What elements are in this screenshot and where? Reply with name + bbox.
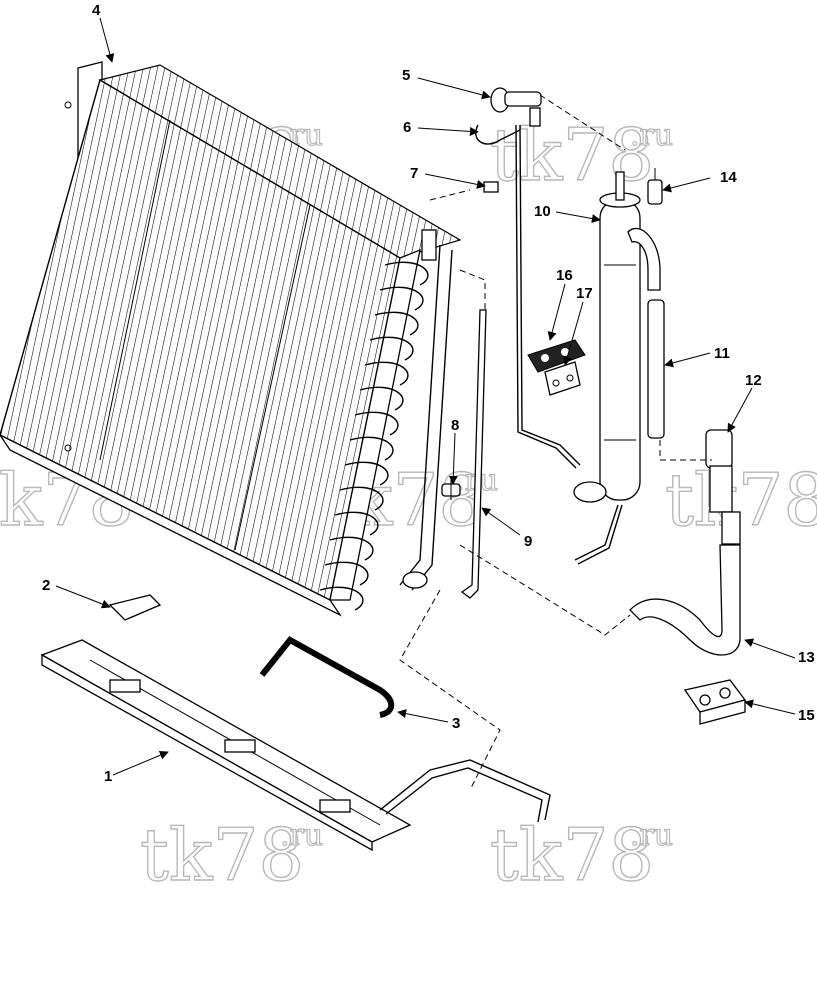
callout-leaders (55, 17, 796, 776)
watermark-6: tk78 .ru (139, 812, 324, 897)
watermark-5: tk78 (664, 457, 817, 542)
assembly-guide-lines (399, 94, 712, 791)
callout-labels: 1 2 3 4 5 6 7 8 9 10 11 12 13 14 15 16 1… (42, 2, 815, 785)
mounting-rail (40, 639, 551, 852)
callout-9: 9 (524, 533, 532, 550)
svg-text:.ru: .ru (630, 818, 673, 853)
svg-text:tk78: tk78 (490, 113, 654, 197)
watermark-2: tk78 .ru (489, 112, 674, 197)
callout-1: 1 (104, 768, 112, 785)
callout-2: 2 (42, 577, 50, 594)
callout-8: 8 (451, 417, 459, 434)
callout-16: 16 (556, 267, 573, 284)
bracket-2 (108, 594, 162, 621)
callout-5: 5 (402, 67, 410, 84)
callout-17: 17 (576, 285, 593, 302)
svg-text:.ru: .ru (280, 818, 323, 853)
callout-3: 3 (452, 715, 460, 732)
svg-text:tk78: tk78 (665, 458, 817, 542)
callout-7: 7 (410, 165, 418, 182)
fitting (483, 181, 499, 193)
svg-text:.ru: .ru (630, 118, 673, 153)
callout-14: 14 (720, 169, 737, 186)
callout-6: 6 (403, 119, 411, 136)
hose-3 (259, 636, 395, 718)
bracket-16 (527, 339, 586, 373)
callout-12: 12 (745, 372, 762, 389)
hose-13 (629, 544, 741, 656)
receiver-tank (573, 171, 641, 565)
callout-13: 13 (798, 649, 815, 666)
coil-hairpins (319, 261, 429, 611)
svg-text:tk78: tk78 (140, 813, 304, 897)
svg-text:tk78: tk78 (490, 813, 654, 897)
callout-15: 15 (798, 707, 815, 724)
hose-11 (627, 227, 665, 439)
callout-10: 10 (534, 203, 551, 220)
clamp-block-15 (683, 679, 747, 725)
callout-11: 11 (714, 345, 730, 362)
watermark-7: tk78 .ru (489, 812, 674, 897)
service-valve-assembly (475, 87, 581, 469)
condenser-coil (0, 61, 462, 617)
switch-14 (647, 168, 663, 205)
watermarks: tk78 .ru tk78 .ru tk78 .ru tk78 .ru tk78… (0, 112, 817, 897)
liquid-line (460, 309, 487, 599)
callout-4: 4 (92, 2, 101, 19)
valve-12 (705, 429, 741, 545)
